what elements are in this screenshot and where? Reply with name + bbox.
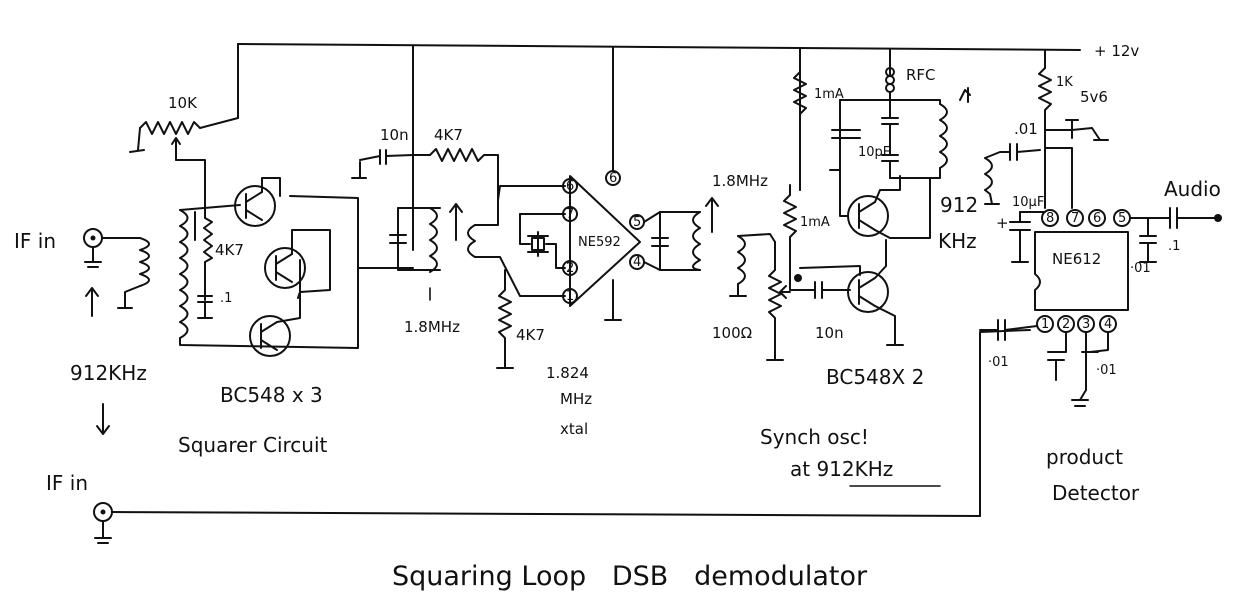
svg-text:3: 3 bbox=[1082, 317, 1090, 332]
svg-text:6: 6 bbox=[1093, 211, 1101, 226]
supply-label: + 12v bbox=[1094, 42, 1139, 60]
if-input-connector-bottom bbox=[93, 329, 1031, 544]
pot-10k-label: 10K bbox=[168, 94, 198, 112]
tuned-circuit-2 bbox=[643, 197, 719, 271]
sync-oscillator bbox=[783, 59, 861, 299]
ne592-ground bbox=[604, 279, 622, 321]
rfc-choke bbox=[885, 67, 895, 101]
c-01-b-label: .01 bbox=[1014, 120, 1038, 138]
sync-transistors-label: BC548X 2 bbox=[826, 365, 924, 389]
freq-912-a-label: 912 bbox=[940, 193, 978, 217]
sync-tank bbox=[829, 87, 971, 179]
r-1k-and-zener bbox=[1038, 67, 1109, 209]
if-in-top-label: IF in bbox=[14, 229, 56, 253]
osc-coupling bbox=[984, 143, 1041, 205]
transistor-q5 bbox=[847, 239, 904, 346]
c-10pf-label: 10pF bbox=[858, 145, 890, 160]
svg-text:6: 6 bbox=[566, 179, 574, 194]
sync-osc-line1: Synch osc! bbox=[760, 425, 869, 449]
c-10uf bbox=[1009, 211, 1046, 263]
svg-text:6: 6 bbox=[609, 171, 617, 186]
svg-text:4: 4 bbox=[633, 255, 641, 270]
r-4k7-c bbox=[496, 269, 514, 369]
link-coil-2 bbox=[729, 233, 776, 297]
rfc-label: RFC bbox=[906, 66, 936, 84]
svg-text:5: 5 bbox=[633, 215, 641, 230]
squarer-circuit-label: Squarer Circuit bbox=[178, 433, 328, 457]
svg-text:8: 8 bbox=[1046, 211, 1054, 226]
ne612-label: NE612 bbox=[1052, 250, 1101, 268]
down-arrow bbox=[96, 403, 110, 435]
c-10uf-label: 10µF bbox=[1012, 195, 1044, 210]
tuned-freq-1-label: 1.8MHz bbox=[404, 318, 460, 336]
pot-100-label: 100Ω bbox=[712, 324, 752, 342]
ne612-input-cap bbox=[979, 319, 1038, 341]
transistor-q3 bbox=[249, 259, 301, 357]
audio-label: Audio bbox=[1164, 177, 1221, 201]
plus-sign: + bbox=[996, 214, 1009, 232]
tuned-circuit-1 bbox=[351, 148, 499, 273]
squarer-transistors-label: BC548 x 3 bbox=[220, 383, 323, 407]
ne612-ic bbox=[1034, 231, 1129, 311]
pot-100 bbox=[766, 241, 791, 361]
product-detector-line2: Detector bbox=[1052, 481, 1140, 505]
ne612-pins: 8 7 6 5 1 2 3 4 bbox=[1036, 209, 1131, 333]
svg-text:7: 7 bbox=[1071, 211, 1079, 226]
audio-output bbox=[1129, 207, 1222, 263]
crystal-1824 bbox=[519, 213, 566, 269]
input-frequency-label: 912KHz bbox=[70, 361, 147, 385]
input-coil bbox=[117, 237, 150, 309]
r-1m-b-label: 1mA bbox=[800, 215, 830, 230]
xtal-freq-label: 1.824 bbox=[546, 364, 589, 382]
coupling-coil-1 bbox=[467, 185, 566, 297]
zener-label: 5v6 bbox=[1080, 88, 1108, 106]
squarer-transformer bbox=[179, 195, 359, 349]
xtal-label: xtal bbox=[560, 420, 588, 438]
r-1k-label: 1K bbox=[1056, 75, 1073, 90]
product-detector-line1: product bbox=[1046, 445, 1123, 469]
transistor-q4 bbox=[839, 169, 931, 239]
svg-text:1: 1 bbox=[1041, 317, 1049, 332]
r-4k7-b-label: 4K7 bbox=[434, 126, 463, 144]
c-01-c-label: .1 bbox=[1168, 239, 1180, 254]
sync-osc-line2: at 912KHz bbox=[790, 457, 893, 481]
freq-912-b-label: KHz bbox=[938, 229, 977, 253]
svg-text:2: 2 bbox=[566, 261, 574, 276]
xtal-unit-label: MHz bbox=[560, 390, 592, 408]
transistor-q2 bbox=[264, 229, 331, 299]
svg-text:2: 2 bbox=[1062, 317, 1070, 332]
c-001-a-label: ·01 bbox=[988, 355, 1009, 370]
if-input-connector-top bbox=[83, 228, 141, 268]
pot-10k bbox=[129, 117, 239, 206]
svg-text:4: 4 bbox=[1104, 317, 1112, 332]
svg-text:7: 7 bbox=[566, 207, 574, 222]
c-01-a-label: .1 bbox=[220, 291, 232, 306]
r-1m-a-label: 1mA bbox=[814, 87, 844, 102]
ne592-ic bbox=[569, 175, 641, 307]
input-arrow bbox=[85, 287, 99, 317]
svg-text:5: 5 bbox=[1118, 211, 1126, 226]
ne592-label: NE592 bbox=[578, 235, 621, 250]
ne612-bottom-caps bbox=[1047, 331, 1109, 407]
r-4k7-c-label: 4K7 bbox=[516, 326, 545, 344]
r-4k7-a-label: 4K7 bbox=[215, 241, 244, 259]
c-10n-b-label: 10n bbox=[815, 324, 844, 342]
diagram-title: Squaring Loop DSB demodulator bbox=[392, 561, 868, 592]
if-in-bottom-label: IF in bbox=[46, 471, 88, 495]
tuned-freq-2-label: 1.8MHz bbox=[712, 172, 768, 190]
c-10n-a-label: 10n bbox=[380, 126, 409, 144]
svg-text:1: 1 bbox=[566, 289, 574, 304]
c-01-e-label: ·01 bbox=[1130, 261, 1151, 276]
c-01-d-label: ·01 bbox=[1096, 363, 1117, 378]
transistor-q1 bbox=[234, 177, 281, 227]
